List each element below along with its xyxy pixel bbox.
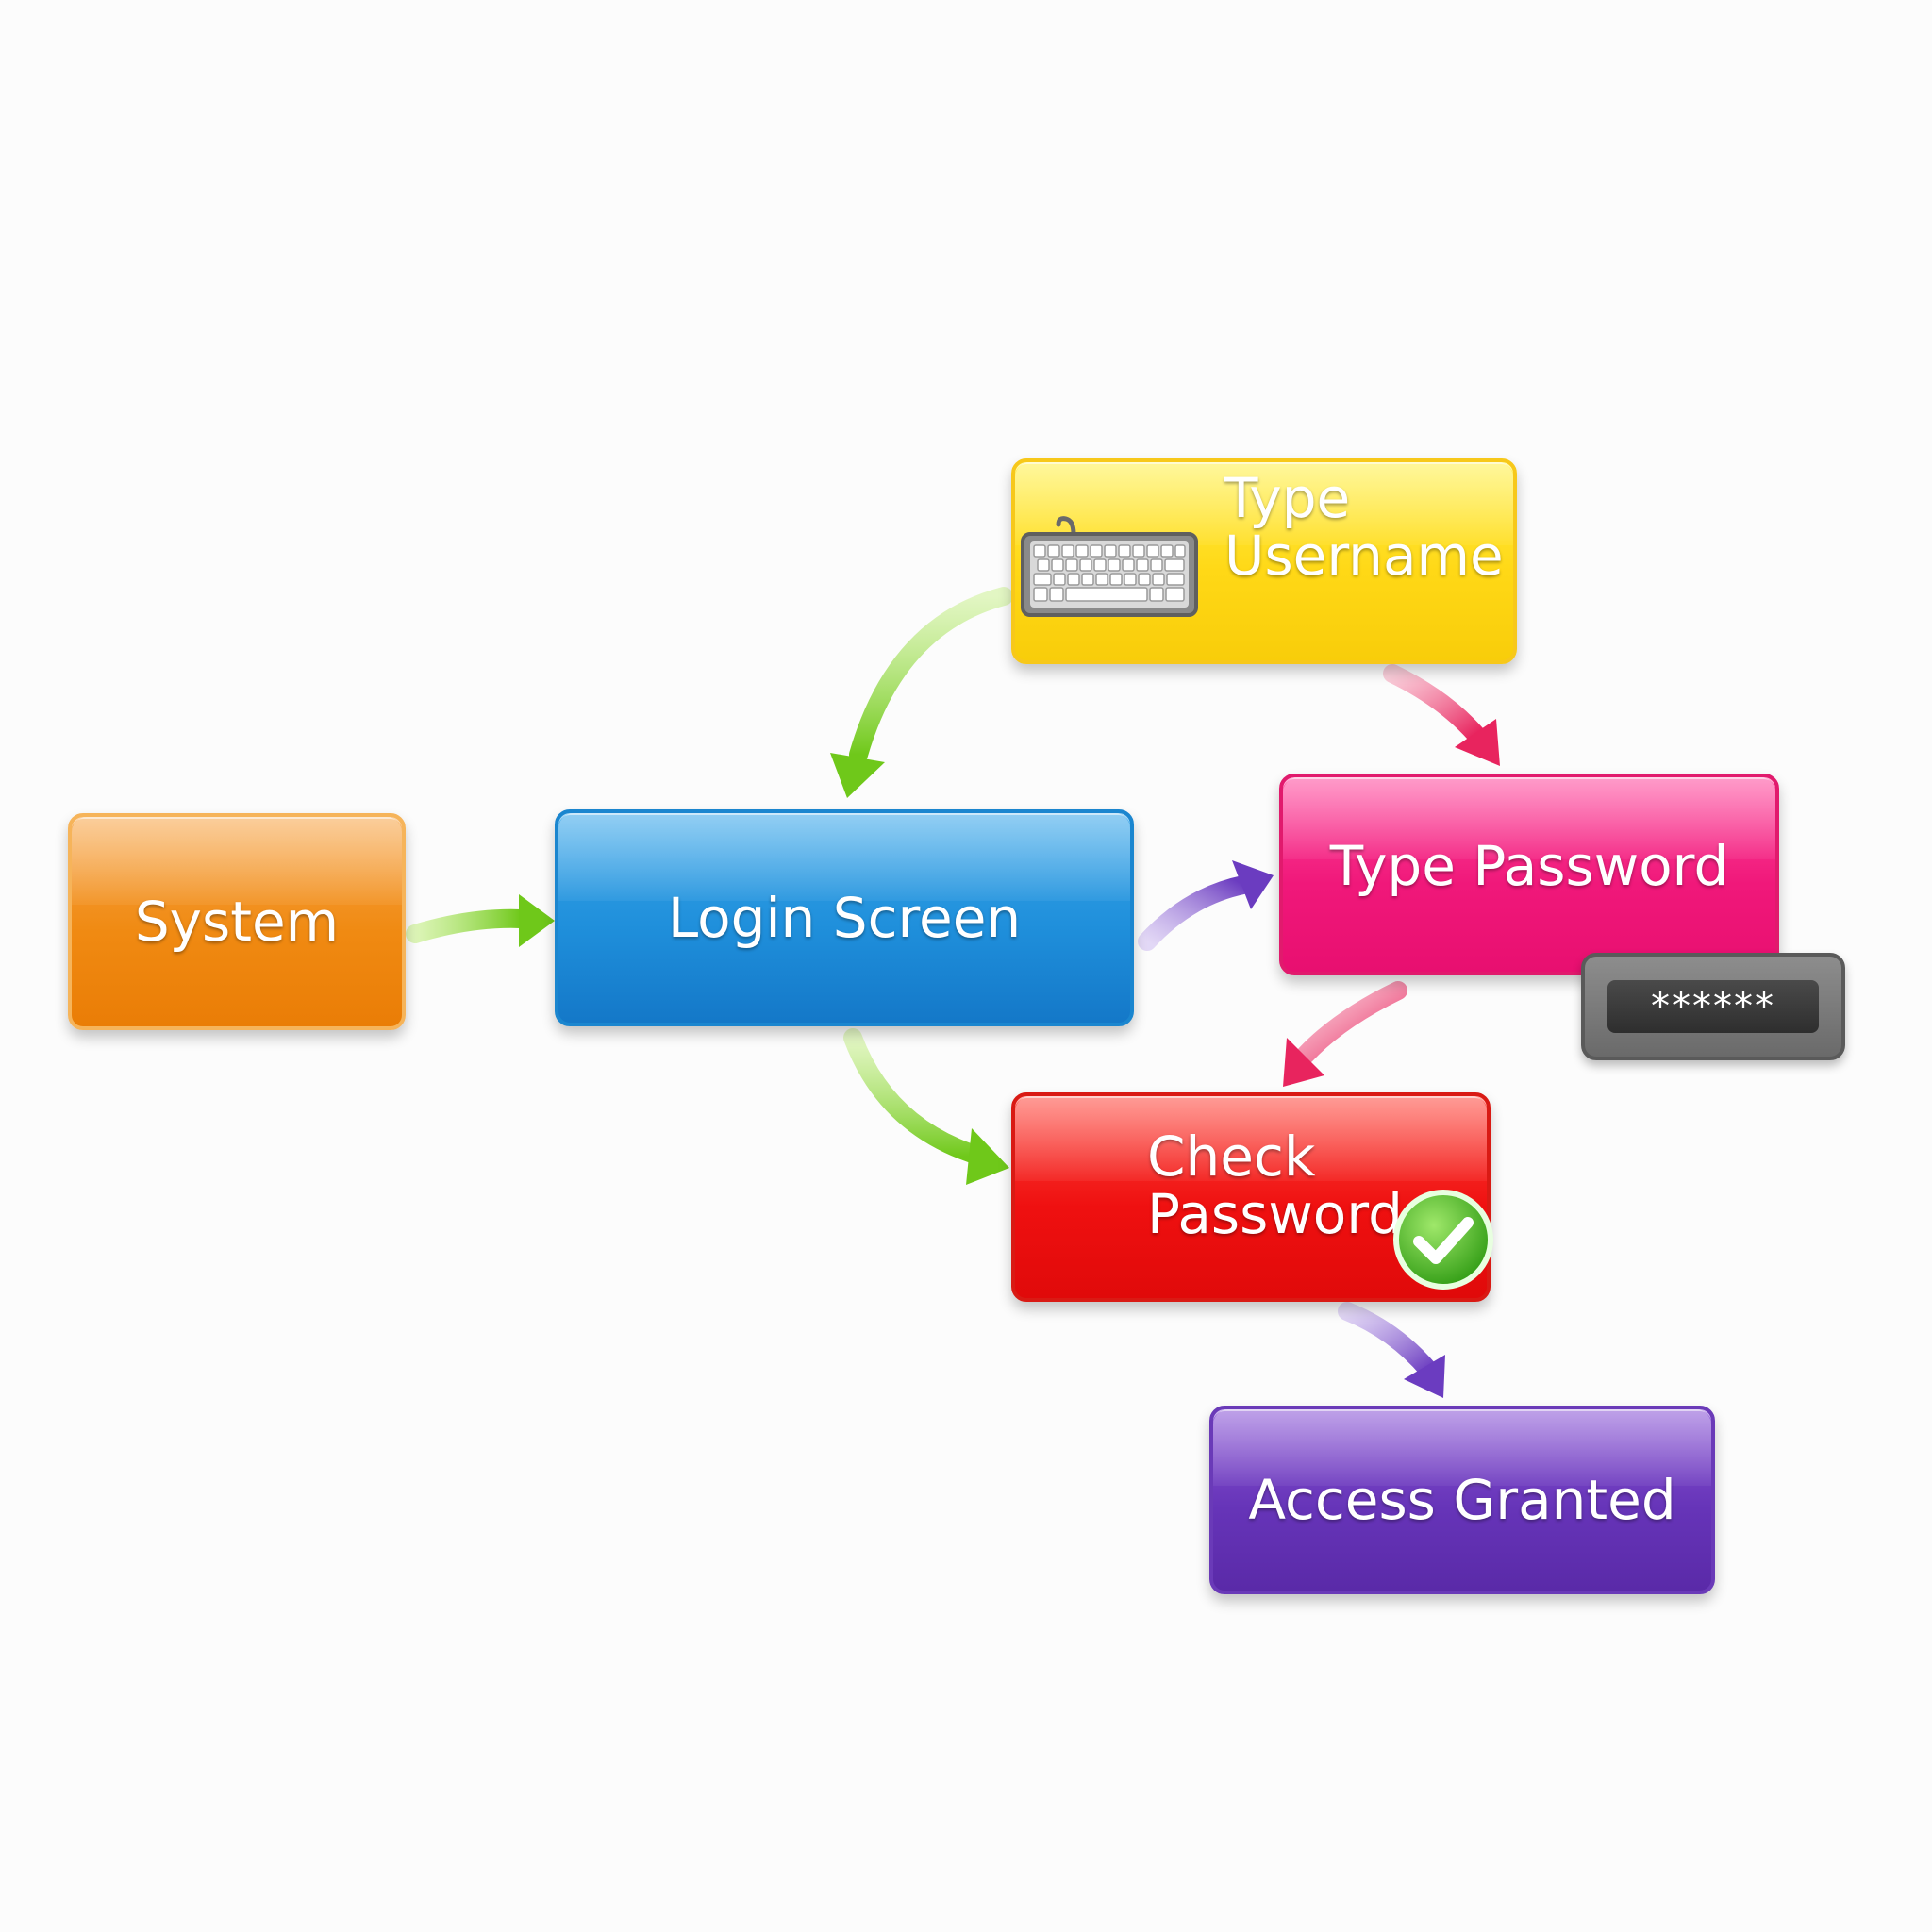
node-login-screen-label: Login Screen bbox=[667, 885, 1022, 950]
node-check-password-line-1: Check bbox=[1147, 1124, 1316, 1189]
arrow-check-to-access bbox=[1338, 1302, 1445, 1398]
node-check-password: Check Password bbox=[1011, 1092, 1491, 1302]
keyboard-icon bbox=[1021, 516, 1198, 617]
arrow-login-to-password bbox=[1138, 860, 1274, 951]
password-masked-value: ****** bbox=[1607, 980, 1819, 1033]
arrow-system-to-login bbox=[406, 894, 555, 947]
checmark-icon bbox=[1393, 1190, 1493, 1290]
node-system: System bbox=[68, 813, 406, 1030]
password-field-icon: ****** bbox=[1581, 953, 1845, 1060]
node-type-username-line-1: Type bbox=[1224, 466, 1351, 530]
node-type-username: Type Username bbox=[1011, 458, 1517, 664]
arrow-login-to-check bbox=[843, 1028, 1009, 1185]
node-check-password-label: Check Password bbox=[1147, 1128, 1403, 1243]
node-type-username-label: Type Username bbox=[1224, 470, 1504, 585]
node-type-password: Type Password bbox=[1279, 774, 1779, 975]
node-system-label: System bbox=[134, 889, 340, 954]
node-type-username-line-2: Username bbox=[1224, 523, 1504, 588]
node-access-granted-label: Access Granted bbox=[1248, 1467, 1676, 1532]
node-access-granted: Access Granted bbox=[1209, 1406, 1715, 1594]
node-type-password-label: Type Password bbox=[1329, 834, 1729, 898]
arrow-username-to-login bbox=[830, 587, 1013, 798]
arrow-username-to-password bbox=[1383, 664, 1500, 766]
node-login-screen: Login Screen bbox=[555, 809, 1134, 1026]
arrow-password-to-check bbox=[1283, 981, 1407, 1087]
node-check-password-line-2: Password bbox=[1147, 1181, 1403, 1246]
